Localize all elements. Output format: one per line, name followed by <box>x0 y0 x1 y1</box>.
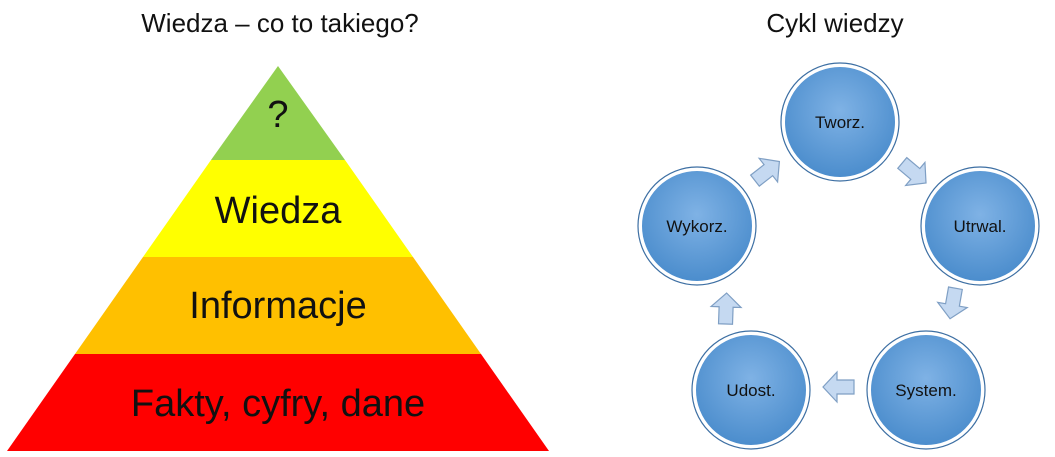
pyramid-label-knowledge: Wiedza <box>215 190 343 232</box>
cycle-title: Cykl wiedzy <box>766 8 904 38</box>
cycle-arrow-persist-to-system <box>936 286 969 320</box>
cycle-arrow-create-to-persist <box>896 156 927 187</box>
cycle-nodes: Tworz. Utrwal. System. Udost. Wykorz. <box>637 62 1040 450</box>
cycle-node-create-ring <box>780 62 900 182</box>
cycle-node-use <box>638 167 756 285</box>
pyramid-title: Wiedza – co to takiego? <box>141 8 419 38</box>
pyramid-label-top: ? <box>267 94 288 136</box>
pyramid-level-knowledge <box>143 160 413 257</box>
cycle-node-persist <box>921 167 1039 285</box>
cycle-node-system <box>867 331 985 449</box>
pyramid-label-information: Informacje <box>189 285 366 327</box>
cycle-node-share-label: Udost. <box>726 381 775 400</box>
cycle-node-persist-label: Utrwal. <box>954 217 1007 236</box>
cycle-arrows <box>709 156 969 404</box>
cycle-arrow-system-to-share <box>822 370 855 404</box>
cycle-node-use-ring <box>637 166 757 286</box>
cycle-node-share-ring <box>691 330 811 450</box>
pyramid-level-facts <box>7 354 549 451</box>
pyramid-label-facts: Fakty, cyfry, dane <box>131 383 425 425</box>
cycle-node-system-label: System. <box>895 381 956 400</box>
cycle-node-persist-ring <box>920 166 1040 286</box>
cycle-node-use-label: Wykorz. <box>666 217 727 236</box>
pyramid-level-top <box>211 66 345 160</box>
cycle-node-create <box>781 63 899 181</box>
cycle-node-system-ring <box>866 330 986 450</box>
cycle-node-share <box>692 331 810 449</box>
cycle-arrow-use-to-create <box>749 157 781 187</box>
pyramid-level-information <box>75 257 481 354</box>
cycle-arrow-share-to-use <box>709 292 743 325</box>
knowledge-pyramid: ? Wiedza Informacje Fakty, cyfry, dane <box>7 66 549 451</box>
cycle-node-create-label: Tworz. <box>815 113 865 132</box>
